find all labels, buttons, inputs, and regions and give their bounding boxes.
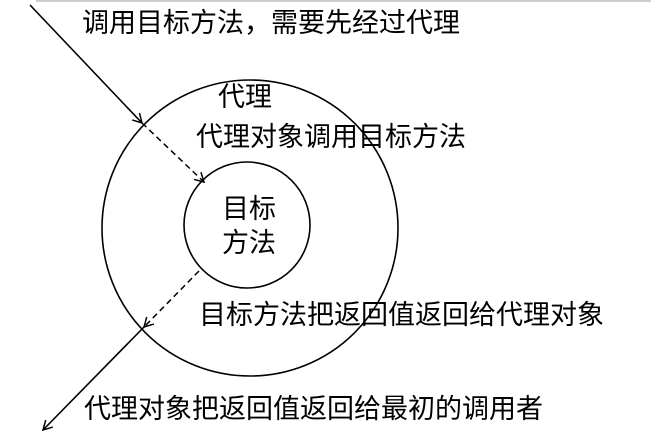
- return-to-caller-label: 代理对象把返回值返回给最初的调用者: [84, 394, 543, 425]
- proxy-to-target-arrow: [141, 122, 206, 184]
- target-method-label-line2: 方法: [222, 228, 276, 259]
- caller-return-arrow: [41, 326, 145, 432]
- return-to-proxy-label: 目标方法把返回值返回给代理对象: [199, 300, 604, 331]
- target-return-arrow: [142, 270, 200, 329]
- target-method-label-line1: 目标: [222, 194, 276, 225]
- incoming-call-label: 调用目标方法，需要先经过代理: [82, 8, 460, 39]
- proxy-call-label: 代理对象调用目标方法: [196, 122, 466, 153]
- target-method-label: 目标 方法: [219, 193, 279, 261]
- proxy-circle: [101, 79, 399, 377]
- proxy-label: 代理: [218, 82, 272, 113]
- target-method-circle: [183, 161, 311, 289]
- incoming-call-arrow: [29, 4, 144, 125]
